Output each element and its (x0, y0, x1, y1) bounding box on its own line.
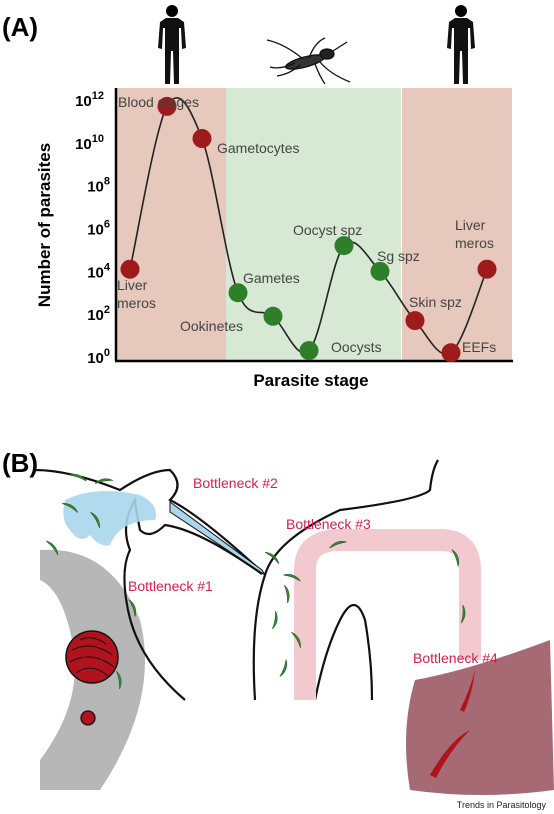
journal-credit: Trends in Parasitology (456, 800, 546, 810)
stage-marker (192, 129, 212, 149)
arm-outline (313, 603, 374, 701)
sporozoite (329, 540, 347, 549)
bottleneck-label-3: Bottleneck #3 (286, 516, 371, 532)
stage-label: Ookinetes (180, 318, 243, 334)
human-icon (158, 5, 186, 84)
sporozoite (283, 573, 301, 582)
y-tick-label: 100 (87, 347, 110, 367)
stage-marker (370, 261, 390, 281)
stage-label: Oocyst spz (293, 222, 362, 238)
stage-label: Skin spz (409, 294, 462, 310)
human-icon (447, 5, 475, 84)
panel-a-chart: 1012 1010 108 106 104 102 100 Number of parasi… (35, 5, 513, 390)
sporozoite (284, 584, 290, 604)
salivary-gland (63, 491, 157, 546)
sporozoite (272, 610, 278, 630)
sporozoite (128, 599, 137, 617)
sporozoite (460, 604, 466, 624)
y-tick-label: 1010 (75, 133, 104, 153)
sporozoite (62, 503, 79, 513)
y-axis-title: Number of parasites (35, 143, 54, 307)
sporozoite (451, 549, 460, 567)
stage-label: Blood stages (118, 94, 199, 110)
y-tick-label: 106 (87, 219, 110, 239)
stage-label: Gametocytes (217, 140, 299, 156)
stage-label: Oocysts (331, 339, 382, 355)
stage-markers (120, 96, 497, 363)
stage-label: Gametes (243, 270, 300, 286)
mosquito-body-outline (34, 468, 263, 701)
liver-stage-parasite (430, 730, 470, 778)
stage-marker (441, 343, 461, 363)
stage-marker (405, 311, 425, 331)
bottleneck-label-4: Bottleneck #4 (413, 650, 498, 666)
stage-label: EEFs (462, 339, 496, 355)
mosquito-icon (266, 37, 351, 85)
human-body-outline (252, 459, 439, 701)
stage-marker (120, 259, 140, 279)
sporozoite (94, 478, 114, 484)
stage-marker (299, 341, 319, 361)
x-axis-title: Parasite stage (253, 371, 368, 390)
sporozoite (279, 659, 288, 677)
stage-marker (228, 283, 248, 303)
stage-marker (477, 259, 497, 279)
panel-b-illustration: Bottleneck #1 Bottleneck #2 Bottleneck #… (34, 459, 554, 795)
y-tick-label: 108 (87, 176, 110, 196)
sporozoite (90, 511, 100, 528)
y-tick-labels: 1012 1010 108 106 104 102 100 (75, 90, 111, 367)
oocyst (65, 630, 119, 684)
panel-a-label: (A) (2, 12, 39, 42)
stage-marker (263, 306, 283, 326)
y-tick-label: 104 (87, 261, 111, 281)
liver-stage-parasite (460, 670, 475, 712)
proboscis (169, 501, 266, 576)
mosquito-phase-band (226, 88, 401, 360)
panel-b-label: (B) (2, 448, 39, 478)
y-tick-label: 1012 (75, 90, 104, 110)
sporozoite (291, 631, 301, 648)
bottleneck-label-2: Bottleneck #2 (193, 475, 278, 491)
stage-label: Sg spz (377, 248, 420, 264)
bottleneck-label-1: Bottleneck #1 (128, 578, 213, 594)
stage-marker (157, 96, 177, 116)
small-oocyst (80, 710, 96, 726)
sporozoite (116, 670, 122, 690)
blood-vessel (294, 529, 481, 700)
y-tick-label: 102 (87, 304, 110, 324)
stage-marker (334, 236, 354, 256)
sporozoite (69, 473, 87, 482)
